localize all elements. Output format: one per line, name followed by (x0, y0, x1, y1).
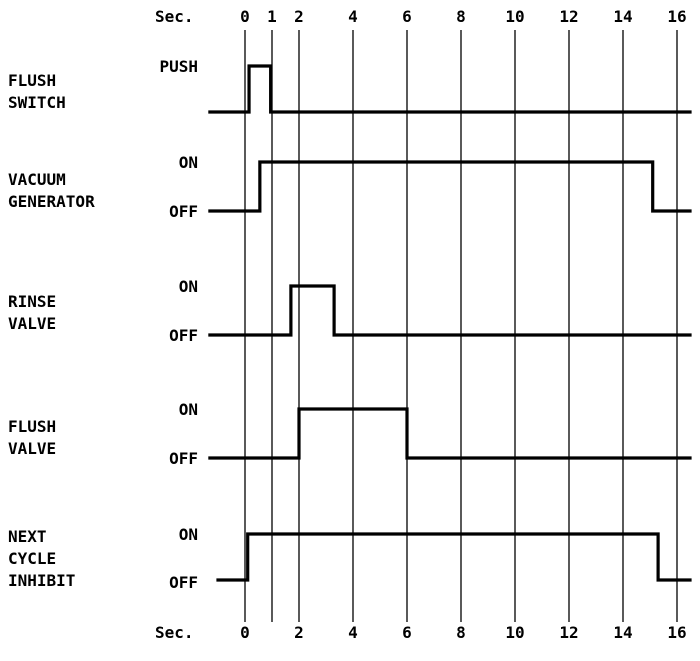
signal-4: FLUSH VALVE ON OFF (8, 400, 692, 468)
low-state-label: OFF (169, 573, 198, 592)
signal-name: NEXT CYCLE INHIBIT (8, 527, 75, 590)
top-axis-label: Sec. (155, 7, 194, 26)
signal-waveform (216, 532, 692, 582)
signal-1: FLUSH SWITCH PUSH (8, 57, 692, 114)
signal-5: NEXT CYCLE INHIBIT ON OFF (8, 525, 692, 592)
low-state-label: OFF (169, 449, 198, 468)
signal-name: VACUUM GENERATOR (8, 170, 95, 211)
bottom-axis-label: Sec. (155, 623, 194, 642)
signal-waveform (208, 407, 692, 460)
bottom-tick-label: 0 (240, 623, 250, 642)
signal-name: FLUSH SWITCH (8, 71, 66, 112)
signal-name-line: GENERATOR (8, 192, 95, 211)
time-gridlines (244, 30, 678, 622)
high-state-label: ON (179, 525, 198, 544)
bottom-tick-label: 12 (559, 623, 578, 642)
bottom-tick-label: 8 (456, 623, 466, 642)
top-tick-label: 14 (613, 7, 632, 26)
signal-name-line: FLUSH (8, 417, 56, 436)
top-tick-label: 16 (667, 7, 686, 26)
signal-3: RINSE VALVE ON OFF (8, 277, 692, 345)
high-state-label: PUSH (159, 57, 198, 76)
bottom-tick-label: 2 (294, 623, 304, 642)
signal-name-line: VACUUM (8, 170, 66, 189)
top-tick-label: 2 (294, 7, 304, 26)
bottom-tick-label: 14 (613, 623, 632, 642)
bottom-time-axis: Sec. 0 2 4 6 8 10 12 14 16 (155, 623, 687, 642)
top-tick-label: 6 (402, 7, 412, 26)
high-state-label: ON (179, 277, 198, 296)
top-tick-label: 1 (267, 7, 277, 26)
signal-name-line: SWITCH (8, 93, 66, 112)
signal-name-line: VALVE (8, 314, 56, 333)
signal-name-line: FLUSH (8, 71, 56, 90)
top-tick-label: 10 (505, 7, 524, 26)
signal-waveform (208, 160, 692, 213)
signal-name-line: RINSE (8, 292, 56, 311)
signal-name-line: VALVE (8, 439, 56, 458)
signal-name-line: NEXT (8, 527, 47, 546)
top-tick-label: 0 (240, 7, 250, 26)
bottom-tick-label: 4 (348, 623, 358, 642)
signal-name-line: INHIBIT (8, 571, 75, 590)
signal-waveform (208, 284, 692, 337)
signal-name: FLUSH VALVE (8, 417, 56, 458)
high-state-label: ON (179, 400, 198, 419)
top-tick-label: 4 (348, 7, 358, 26)
bottom-tick-label: 6 (402, 623, 412, 642)
signal-name-line: CYCLE (8, 549, 56, 568)
signal-2: VACUUM GENERATOR ON OFF (8, 153, 692, 221)
signal-name: RINSE VALVE (8, 292, 56, 333)
signal-waveform (208, 64, 692, 114)
top-tick-label: 8 (456, 7, 466, 26)
top-tick-label: 12 (559, 7, 578, 26)
low-state-label: OFF (169, 202, 198, 221)
low-state-label: OFF (169, 326, 198, 345)
bottom-tick-label: 10 (505, 623, 524, 642)
high-state-label: ON (179, 153, 198, 172)
bottom-tick-label: 16 (667, 623, 686, 642)
